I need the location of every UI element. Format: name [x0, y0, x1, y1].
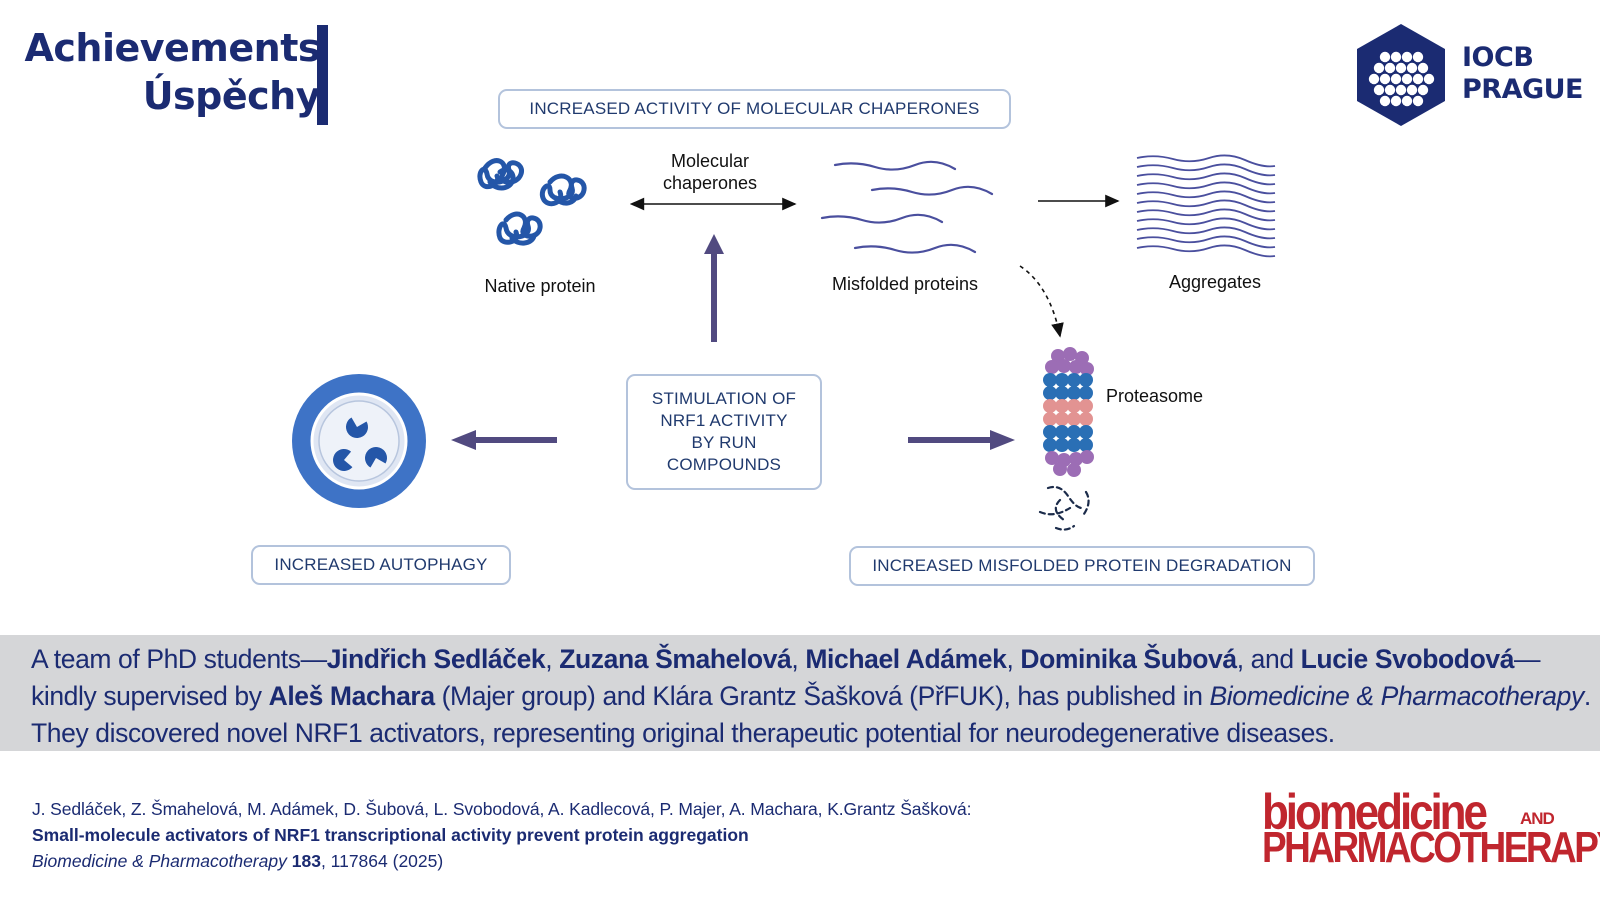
author-name: Zuzana Šmahelová — [559, 644, 792, 674]
journal-logo-line-2: PHARMACOTHERAPY — [1262, 823, 1600, 872]
chaperones-label-line-1: Molecular — [670, 151, 750, 171]
arrow-up-head — [704, 234, 724, 254]
nrf1-box-line-3: BY RUN — [691, 433, 757, 452]
summary-seg: . They discovered novel NRF1 activators,… — [31, 681, 1591, 748]
iocb-hexagon-icon — [1357, 24, 1445, 126]
citation-journal: Biomedicine & Pharmacotherapy 183, 11786… — [32, 848, 971, 874]
arrow-left-to-autophagy — [472, 437, 557, 443]
arrow-right-head — [990, 430, 1015, 450]
proteasome-label: Proteasome — [1106, 386, 1204, 406]
aggregates-label: Aggregates — [1168, 272, 1262, 292]
summary-seg: (Majer group) and Klára Grantz Šašková (… — [434, 681, 1210, 711]
native-protein-label: Native protein — [484, 276, 596, 296]
title-line-english: Achievements — [24, 26, 320, 70]
misfolded-protein-icon — [820, 160, 994, 254]
diagram-graphics — [292, 154, 1276, 531]
iocb-logo: IOCB PRAGUE — [1348, 22, 1584, 128]
autophagy-box: INCREASED AUTOPHAGY — [251, 545, 511, 585]
title-line-czech: Úspěchy — [142, 74, 321, 118]
degradation-box: INCREASED MISFOLDED PROTEIN DEGRADATION — [849, 546, 1315, 586]
author-name: Michael Adámek — [805, 644, 1007, 674]
supervisor-name: Aleš Machara — [268, 681, 435, 711]
journal-name: Biomedicine & Pharmacotherapy — [1209, 681, 1585, 711]
proteasome-icon — [1038, 347, 1094, 531]
molecular-chaperones-label: Molecular chaperones — [640, 150, 780, 194]
journal-logo: biomedicine AND PHARMACOTHERAPY — [1262, 784, 1600, 875]
citation-title: Small-molecule activators of NRF1 transc… — [32, 825, 749, 845]
summary-seg: , — [791, 644, 806, 674]
journal-logo-line-1: biomedicine — [1262, 784, 1488, 840]
nrf1-box-line-4: COMPOUNDS — [666, 455, 782, 474]
author-name: Jindřich Sedláček — [326, 644, 546, 674]
misfolded-proteins-label: Misfolded proteins — [831, 274, 979, 294]
citation-volume: 183 — [291, 851, 321, 871]
degradation-dashed-arrow — [1019, 265, 1064, 338]
chaperone-activity-box: INCREASED ACTIVITY OF MOLECULAR CHAPERON… — [498, 89, 1011, 129]
citation-details: , 117864 (2025) — [320, 851, 444, 871]
author-name: Lucie Svobodová — [1300, 644, 1515, 674]
citation-authors: J. Sedláček, Z. Šmahelová, M. Adámek, D.… — [32, 799, 972, 819]
summary-band: A team of PhD students—Jindřich Sedláček… — [0, 635, 1600, 751]
nrf1-box-line-1: STIMULATION OF — [651, 389, 797, 408]
title-accent-bar — [317, 25, 328, 125]
summary-seg: , and — [1236, 644, 1301, 674]
arrow-up-to-chaperones — [711, 250, 717, 342]
arrow-left-head — [451, 430, 476, 450]
summary-seg: —kindly supervised by — [31, 644, 1541, 711]
page-title: Achievements Úspěchy — [20, 24, 320, 120]
nrf1-stimulation-box: STIMULATION OF NRF1 ACTIVITY BY RUN COMP… — [626, 374, 822, 490]
logo-text-prague: PRAGUE — [1462, 74, 1584, 105]
native-protein-icon — [477, 158, 587, 246]
author-name: Dominika Šubová — [1020, 644, 1237, 674]
aggregates-icon — [1136, 154, 1276, 258]
citation-journal-name: Biomedicine & Pharmacotherapy — [32, 851, 287, 871]
arrow-right-to-proteasome — [908, 437, 993, 443]
summary-seg: , — [1006, 644, 1021, 674]
citation: J. Sedláček, Z. Šmahelová, M. Adámek, D.… — [32, 796, 972, 874]
summary-seg: A team of PhD students— — [31, 644, 327, 674]
chaperones-label-line-2: chaperones — [662, 173, 758, 193]
logo-text-iocb: IOCB — [1462, 42, 1534, 73]
summary-text: A team of PhD students—Jindřich Sedláček… — [0, 635, 1600, 752]
pathway-arrows — [451, 234, 1015, 450]
autophagy-cell-icon — [292, 374, 426, 508]
nrf1-box-line-2: NRF1 ACTIVITY — [660, 411, 788, 430]
journal-logo-and: AND — [1520, 809, 1555, 828]
summary-seg: , — [545, 644, 560, 674]
